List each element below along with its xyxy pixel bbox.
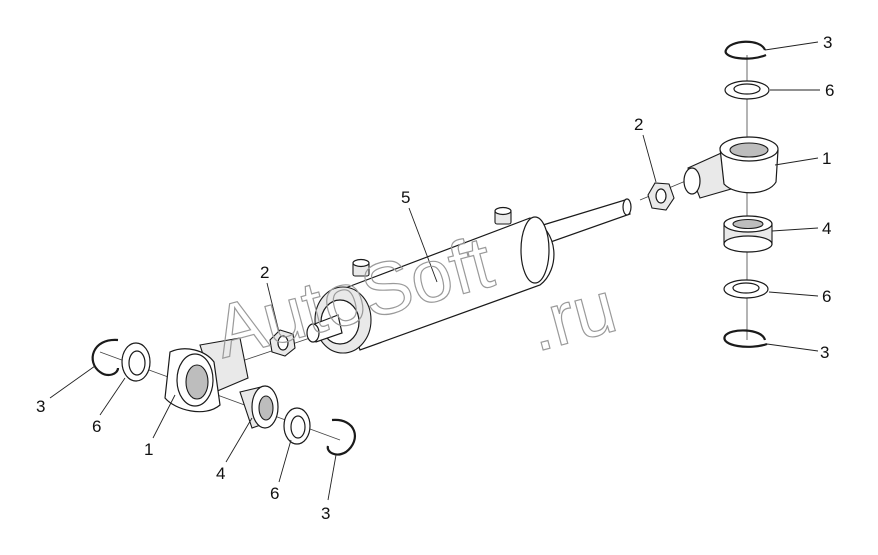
left-bushing (239, 385, 279, 429)
left-washer-outer (121, 342, 151, 382)
callout-right-ring: 3 (820, 343, 829, 362)
callout-left-bushing: 4 (216, 464, 225, 483)
right-bushing (723, 215, 773, 253)
right-rod-eye (683, 136, 779, 199)
callout-labels: 3 6 1 4 6 3 2 5 2 3 6 1 4 6 3 (36, 33, 834, 523)
right-nut (647, 182, 675, 211)
left-retaining-ring (91, 338, 120, 377)
callout-right-bushing: 4 (822, 219, 831, 238)
callout-top-ring: 3 (823, 33, 832, 52)
leader-lines (49, 41, 820, 501)
callout-left-eye: 1 (144, 440, 153, 459)
bottom-retaining-ring (326, 418, 356, 456)
hydraulic-cylinder (306, 198, 632, 354)
right-retaining-ring (723, 329, 768, 348)
right-washer (723, 279, 769, 299)
callout-left-ring: 3 (36, 397, 45, 416)
left-rod-eye (164, 337, 249, 413)
callout-top-washer: 6 (825, 81, 834, 100)
callout-left-washer: 6 (92, 417, 101, 436)
bottom-washer (283, 407, 311, 445)
callout-bottom-ring: 3 (321, 504, 330, 523)
callout-right-eye: 1 (822, 149, 831, 168)
callout-bottom-washer: 6 (270, 484, 279, 503)
top-retaining-ring (724, 40, 767, 60)
top-washer (724, 80, 770, 100)
callout-right-washer: 6 (822, 287, 831, 306)
left-nut (269, 329, 296, 357)
callout-left-nut: 2 (260, 263, 269, 282)
callout-right-nut: 2 (634, 115, 643, 134)
callout-cylinder: 5 (401, 188, 410, 207)
